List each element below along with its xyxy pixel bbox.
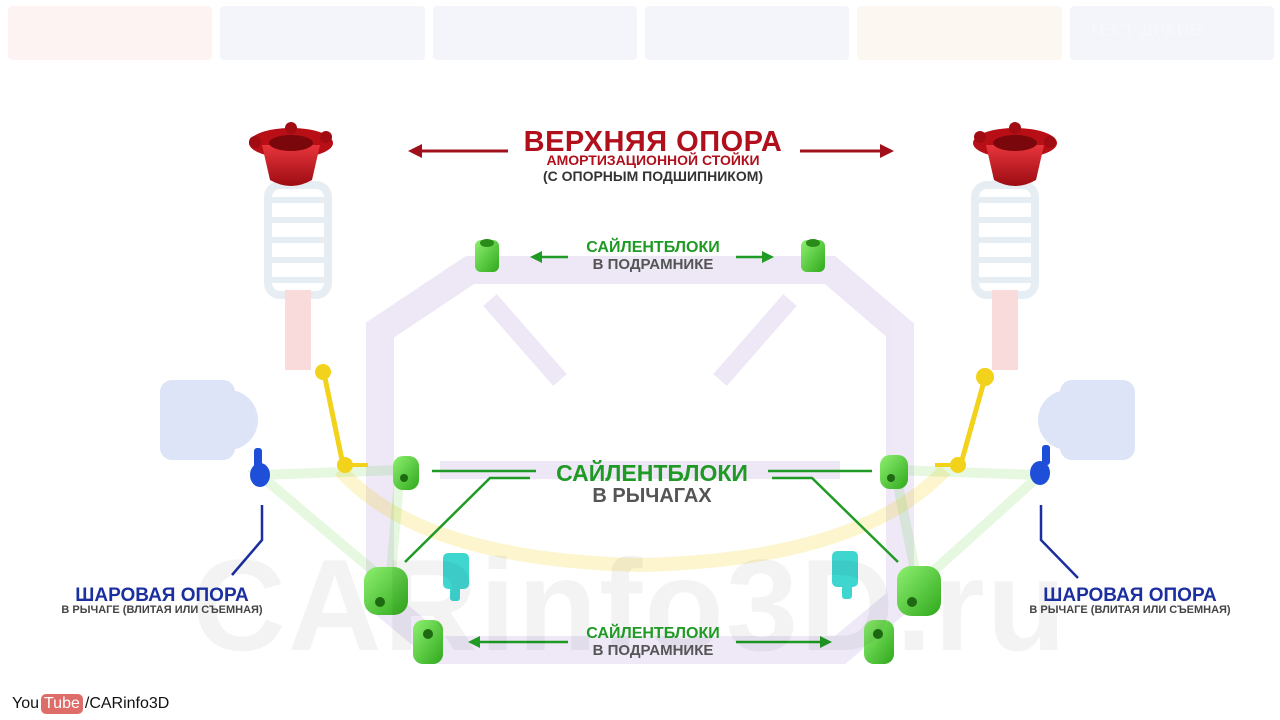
- arm-bushing-label-2: В РЫЧАГАХ: [592, 485, 712, 507]
- youtube-channel-tag[interactable]: You Tube /CARinfo3D: [12, 694, 169, 714]
- strut-mount-left-icon: [249, 122, 333, 186]
- ball-joint-left-sub: В РЫЧАГЕ (ВЛИТАЯ ИЛИ СЪЕМНАЯ): [61, 604, 263, 616]
- ball-joint-right-title: ШАРОВАЯ ОПОРА: [1043, 585, 1217, 606]
- youtube-logo-icon: Tube: [41, 694, 83, 714]
- tab-5[interactable]: [857, 6, 1062, 60]
- ball-joint-right-sub: В РЫЧАГЕ (ВЛИТАЯ ИЛИ СЪЕМНАЯ): [1029, 604, 1231, 616]
- subframe-top-arrows: [530, 251, 774, 263]
- ball-joint-left-title: ШАРОВАЯ ОПОРА: [75, 585, 249, 606]
- subframe-bottom-label-1: САЙЛЕНТБЛОКИ: [586, 625, 720, 642]
- arm-bushing-upper-right-icon: [880, 455, 908, 489]
- subframe-bushing-bottom-left-icon: [413, 620, 443, 664]
- subframe-bottom-label-2: В ПОДРАМНИКЕ: [592, 642, 714, 659]
- ball-joint-leaders: [231, 505, 1079, 579]
- arm-bushing-upper-left-icon: [393, 456, 419, 490]
- lower-arm-left-ghost: [246, 464, 406, 596]
- arm-bushing-leaders: [404, 469, 899, 563]
- subframe-bottom-arrows: [468, 636, 832, 648]
- tab-6[interactable]: [1069, 6, 1274, 60]
- strut-left-ghost: [264, 181, 332, 370]
- stabilizer-bar-ghost: [334, 465, 951, 573]
- subframe-bushing-top-left-icon: [475, 239, 499, 272]
- subframe-top-label-1: САЙЛЕНТБЛОКИ: [586, 239, 720, 256]
- subframe-top-label-2: В ПОДРАМНИКЕ: [592, 256, 714, 273]
- strut-mount-right-icon: [973, 122, 1057, 186]
- hub-right-ghost: [1038, 380, 1135, 460]
- tab-4[interactable]: [644, 6, 850, 60]
- tab-3[interactable]: [432, 6, 637, 60]
- stabilizer-link-left-icon: [315, 364, 368, 473]
- stabilizer-link-right-icon: [935, 368, 994, 473]
- top-tab-bar: [8, 6, 1274, 60]
- strut-right-ghost: [971, 181, 1039, 370]
- arm-bushing-lower-right-icon: [897, 566, 941, 616]
- subframe-bushing-bottom-right-icon: [864, 620, 894, 664]
- strut-mount-subtitle: АМОРТИЗАЦИОННОЙ СТОЙКИ: [546, 152, 760, 168]
- channel-name: /CARinfo3D: [84, 695, 170, 712]
- ball-joint-left-icon: [250, 448, 270, 487]
- strut-mount-title: ВЕРХНЯЯ ОПОРА: [523, 126, 783, 158]
- lower-arm-right-ghost: [888, 464, 1053, 595]
- youtube-you-text: You: [12, 695, 39, 712]
- hub-left-ghost: [160, 380, 258, 460]
- tab-6-label: ТЕСТ-ДРАЙВ: [1088, 20, 1203, 40]
- tab-2[interactable]: [220, 6, 425, 60]
- watermark: CARinfo3D.ru: [165, 530, 1095, 680]
- arm-bushing-label-1: САЙЛЕНТБЛОКИ: [556, 460, 748, 486]
- arm-bushing-lower-left-icon: [364, 567, 408, 615]
- stabilizer-bushing-left-icon: [443, 553, 469, 601]
- tab-1[interactable]: [8, 6, 213, 60]
- subframe-bushing-top-right-icon: [801, 239, 825, 272]
- strut-mount-arrows: [408, 144, 894, 158]
- stabilizer-bushing-right-icon: [832, 551, 858, 599]
- strut-mount-note: (С ОПОРНЫМ ПОДШИПНИКОМ): [542, 168, 764, 184]
- ball-joint-right-icon: [1030, 445, 1050, 485]
